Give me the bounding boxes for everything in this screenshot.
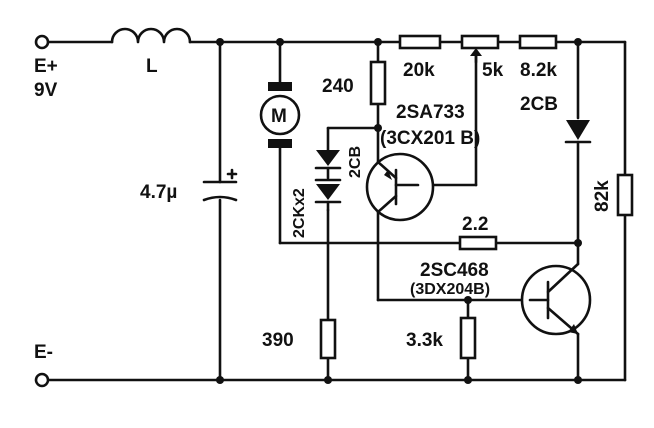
resistor-8-2k-label: 8.2k: [520, 60, 557, 81]
capacitor-4-7u: [202, 168, 238, 202]
motor: [259, 82, 301, 148]
transistor-q1: [365, 152, 435, 222]
pot-5k-label: 5k: [482, 60, 504, 81]
diode-2cb-right: [564, 120, 592, 144]
resistor-2-2: [458, 235, 498, 251]
wiring: [46, 40, 627, 382]
diode-2cb-mid-label: 2CB: [347, 146, 364, 178]
capacitor-label: 4.7µ: [140, 182, 177, 203]
resistor-82k: [616, 173, 634, 217]
resistor-20k: [398, 34, 442, 50]
supply-negative-label: E-: [34, 342, 53, 363]
resistor-240-label: 240: [322, 76, 354, 97]
diode-string: [314, 150, 342, 212]
q1-equiv-label: (3CX201 B): [380, 128, 480, 149]
resistor-390-label: 390: [262, 330, 294, 351]
q2-equiv-label: (3DX204B): [410, 281, 490, 298]
resistor-82k-label: 82k: [592, 180, 613, 212]
q2-type-label: 2SC468: [420, 260, 489, 281]
junction-dots: [216, 38, 582, 384]
transistor-q2: [520, 262, 592, 336]
supply-positive-terminal: [34, 34, 50, 50]
supply-voltage-label: 9V: [34, 80, 58, 101]
resistor-8-2k: [518, 34, 558, 50]
resistor-20k-label: 20k: [403, 60, 435, 81]
resistor-3-3k: [459, 316, 477, 360]
diode-2ck-label: 2CKx2: [291, 188, 308, 238]
inductor-l: [110, 27, 192, 44]
q1-type-label: 2SA733: [396, 102, 465, 123]
resistor-3-3k-label: 3.3k: [406, 330, 443, 351]
resistor-240: [369, 60, 387, 106]
resistor-390: [319, 318, 337, 360]
potentiometer-5k: [460, 34, 500, 64]
resistor-2-2-label: 2.2: [462, 214, 488, 235]
supply-positive-label: E+: [34, 56, 58, 77]
inductor-label: L: [146, 56, 158, 77]
motor-label: M: [271, 106, 287, 127]
diode-2cb-right-label: 2CB: [520, 94, 558, 115]
supply-negative-terminal: [34, 372, 50, 388]
